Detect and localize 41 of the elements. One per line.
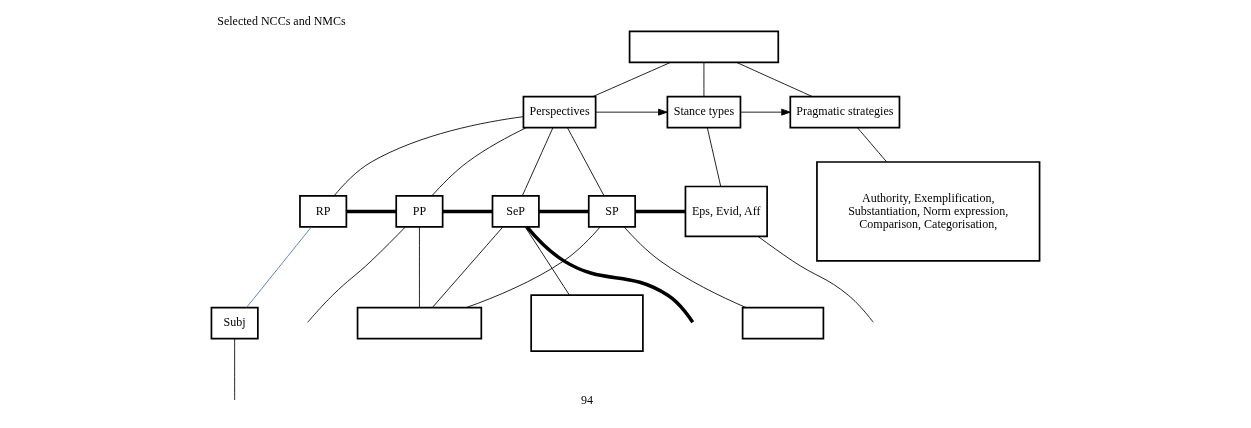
node-box [741,306,825,340]
connector [307,226,406,323]
connector [431,127,527,197]
node-box: Stance types [666,95,742,129]
connector [442,209,493,214]
connector [623,226,747,308]
connector [465,226,601,308]
node-box: Authority, Exemplification, Substantiation, Norm expression, Comparison, Categorisation, [816,161,1041,262]
connector [592,62,671,98]
node-box: SeP [491,195,540,228]
arrow [740,108,791,116]
connector [346,209,397,214]
connector [635,209,686,214]
connector [521,127,554,197]
diagram-title: Selected NCCs and NMCs [217,13,346,28]
node-box: Perspectives [522,95,597,129]
node-box [356,306,483,340]
node-box [628,30,780,64]
connector [703,62,705,98]
connector [333,116,524,197]
connector [539,209,589,214]
connector [706,127,722,187]
label: 94 [581,393,594,408]
connector [525,225,695,324]
connector [567,127,605,197]
node-box: SP [587,195,637,228]
connector [419,226,420,308]
node-box: Pragmatic strategies [789,95,901,129]
connector [432,226,504,308]
node-box: RP [299,195,348,228]
node-box [530,294,644,352]
connector [524,226,570,296]
node-box: Subj [210,306,259,340]
connector [857,127,888,163]
connector [234,338,236,401]
connector [246,226,312,308]
connector [736,62,813,98]
node-box: PP [395,195,444,228]
node-box: Eps, Evid, Aff [684,185,768,238]
arrow [595,108,668,116]
connector [757,236,874,323]
